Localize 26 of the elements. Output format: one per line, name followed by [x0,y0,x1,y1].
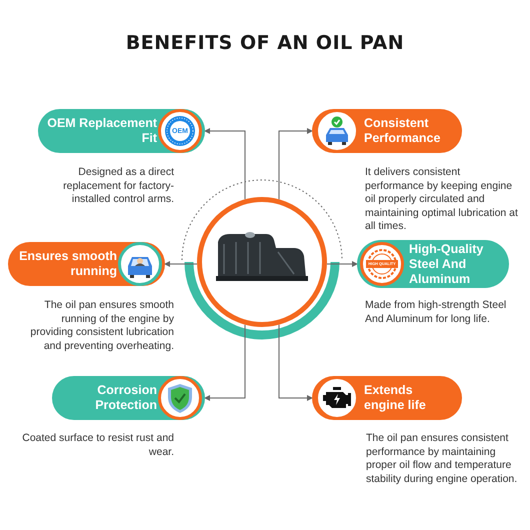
feature-title: OEM Replacement Fit [46,116,157,146]
connector-arrow [204,128,246,200]
feature-description: The oil pan ensures consistent performance by maintaining proper oil flow and temperature stability during engine operation. [366,432,518,486]
connector-arrow [164,261,198,267]
feature-pill [312,109,462,153]
feature-title: Consistent Performance [364,116,442,146]
feature-description: Made from high-strength Steel And Aluminum for long life. [365,299,508,326]
feature-description: The oil pan ensures smooth running of the engine by providing consistent lubrication and preventing overheating. [29,299,174,353]
feature-description: It delivers consistent performance by keeping engine oil properly circulated and maintaining optimal lubrication at all times. [365,166,519,234]
feature-description: Coated surface to resist rust and wear. [21,432,174,459]
oil-pan-photo-circle [197,197,327,327]
connector-arrow [278,324,313,401]
feature-pill [38,109,205,153]
feature-pill [312,376,462,420]
connector-arrow [278,128,313,200]
feature-description: Designed as a direct replacement for factory-installed control arms. [62,166,174,206]
connector-arrow [204,324,246,401]
feature-pill [357,240,509,288]
feature-title: Ensures smooth running [18,249,117,279]
feature-pill [52,376,205,420]
connector-arrow [326,261,358,267]
feature-title: High-Quality Steel And Aluminum [409,242,484,286]
feature-title: Extends engine life [364,383,427,413]
feature-title: Corrosion Protection [94,383,157,413]
title: BENEFITS OF AN OIL PAN [124,32,406,54]
feature-pill [8,242,165,286]
